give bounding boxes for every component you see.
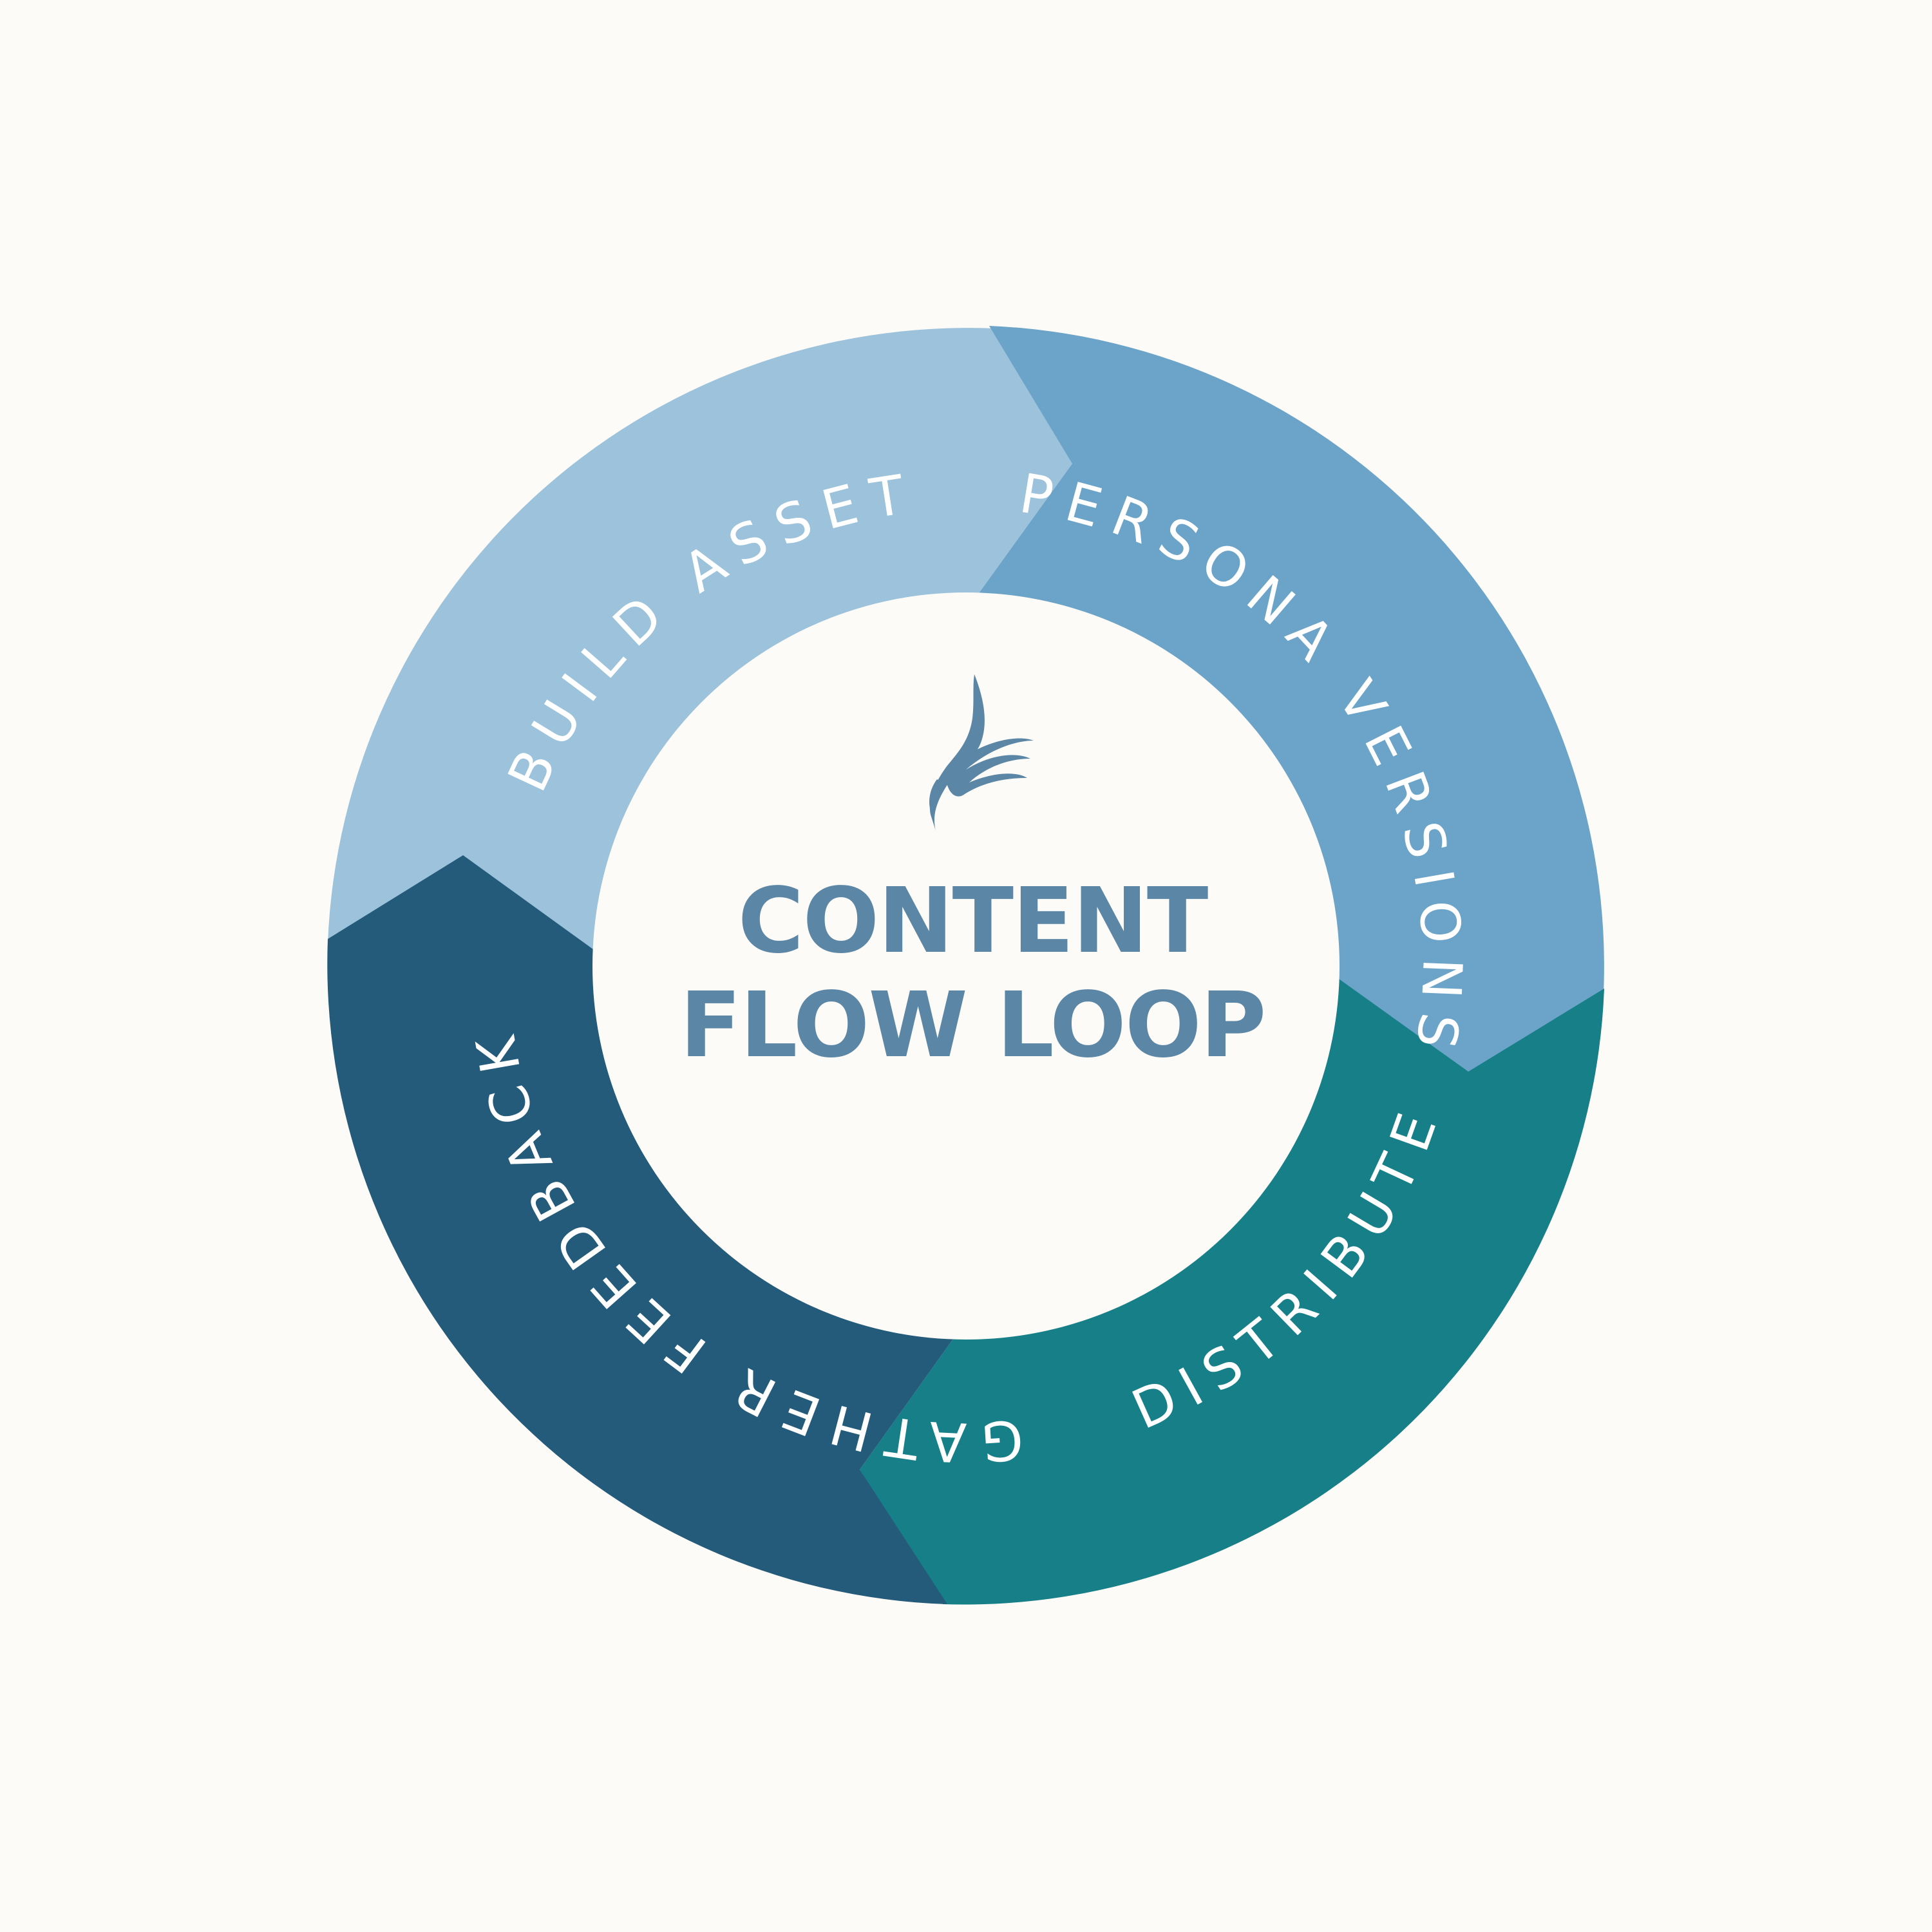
segment-distribute xyxy=(860,979,1604,1605)
center-circle xyxy=(592,592,1340,1340)
feather-brush-icon xyxy=(929,674,1034,831)
center-title-line1: CONTENT xyxy=(738,869,1208,974)
center-title-line2: FLOW LOOP xyxy=(680,973,1265,1078)
segment-gather-feedback xyxy=(327,855,953,1604)
segment-persona-versions xyxy=(979,326,1604,1076)
segment-build-asset xyxy=(328,328,1072,953)
